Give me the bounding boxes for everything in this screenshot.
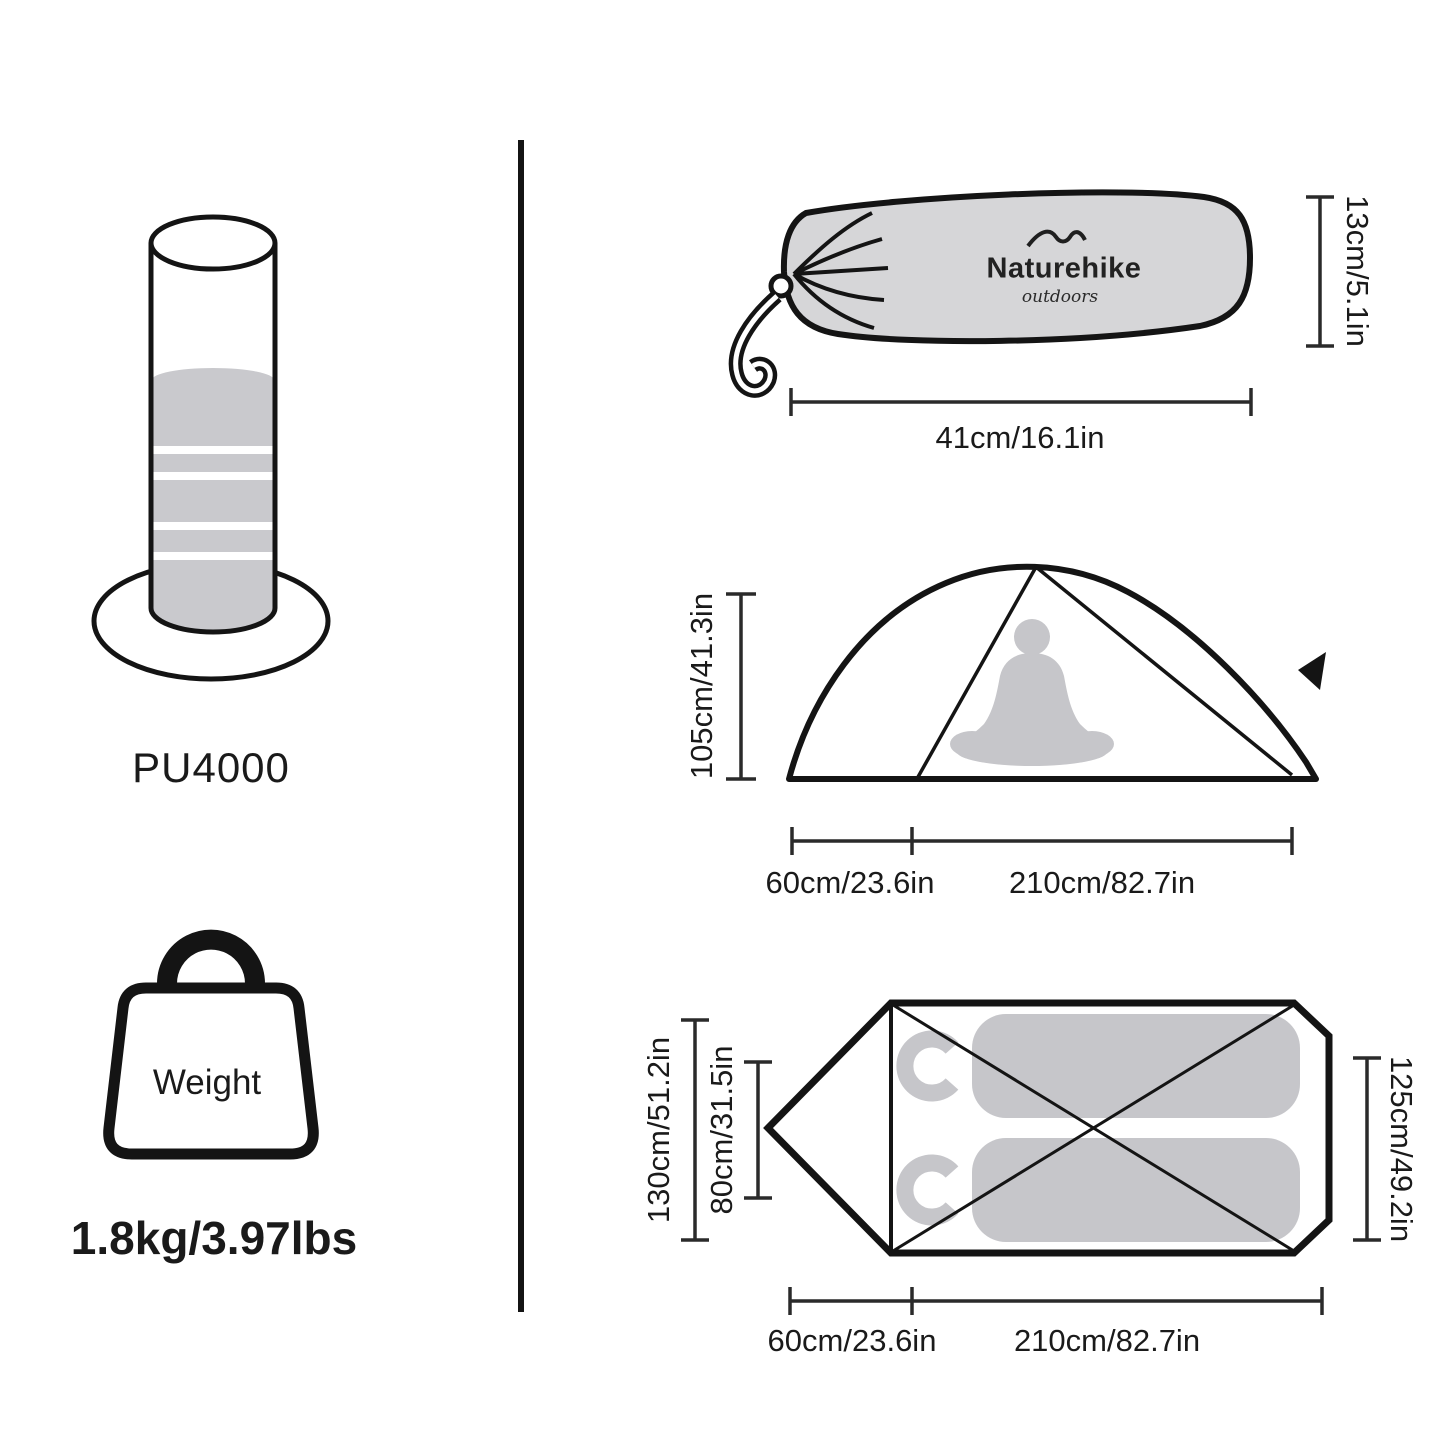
pad-head-bottom xyxy=(896,1154,959,1226)
pad-head-top xyxy=(896,1030,959,1102)
top-outer-width-dimension: 130cm/51.2in xyxy=(641,1036,676,1224)
pole-diagonals xyxy=(892,1003,1295,1253)
weight-icon-label: Weight xyxy=(152,1063,262,1102)
side-view-dimension-lines xyxy=(726,592,1294,855)
top-length-dimension: 210cm/82.7in xyxy=(1013,1323,1201,1358)
stuff-sack-dimension-lines xyxy=(789,195,1334,416)
vent-flap xyxy=(1298,652,1326,690)
tent-top-view-illustration xyxy=(763,999,1333,1257)
sleeping-pads xyxy=(972,1014,1300,1242)
drawstring-gathers xyxy=(792,211,889,330)
tent-height-dimension: 105cm/41.3in xyxy=(684,592,719,780)
weight-value-label: 1.8kg/3.97lbs xyxy=(70,1212,358,1264)
waterproof-rating-label: PU4000 xyxy=(132,744,290,791)
top-vestibule-dimension: 60cm/23.6in xyxy=(767,1323,937,1358)
tent-side-view-illustration xyxy=(786,563,1326,782)
side-length-dimension: 210cm/82.7in xyxy=(1008,865,1196,900)
top-inner-width-dimension: 80cm/31.5in xyxy=(704,1045,739,1215)
brand-tagline-label: outdoors xyxy=(1021,287,1099,307)
brand-name-label: Naturehike xyxy=(986,252,1142,285)
naturehike-logo-icon xyxy=(1026,229,1087,248)
weight-icon xyxy=(103,929,319,1160)
sack-length-dimension: 41cm/16.1in xyxy=(935,420,1105,455)
side-vestibule-dimension: 60cm/23.6in xyxy=(765,865,935,900)
water-column-icon xyxy=(91,214,331,682)
top-view-dimension-lines xyxy=(681,1018,1381,1315)
top-head-width-dimension: 125cm/49.2in xyxy=(1384,1055,1419,1243)
stuff-sack-illustration xyxy=(728,189,1254,398)
sack-height-dimension: 13cm/5.1in xyxy=(1340,195,1375,347)
person-silhouette xyxy=(950,619,1114,766)
